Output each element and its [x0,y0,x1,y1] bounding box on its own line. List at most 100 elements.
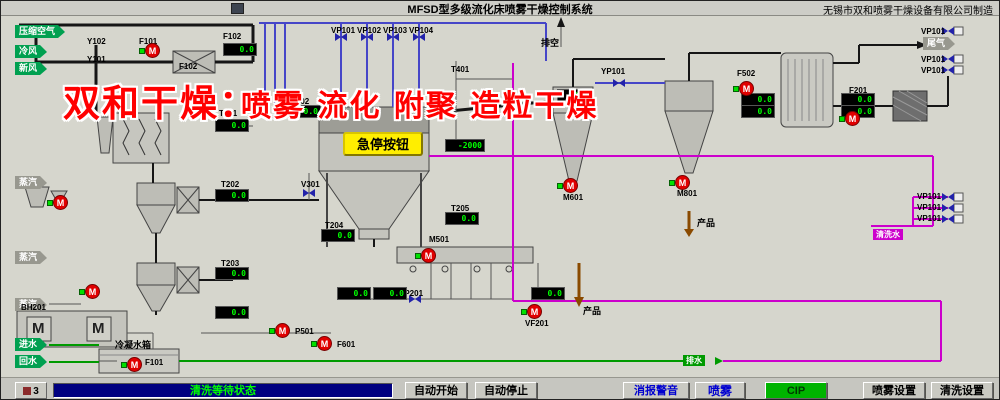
value-display: 0.0 [215,306,249,319]
tag-VP103: VP103 [383,26,408,35]
tag-VP104: VP104 [409,26,434,35]
toolbar-icon [23,387,32,395]
spray-button[interactable]: 喷雾 [695,382,745,399]
pipes-cip [429,63,948,362]
tag-VP101-r3: VP101 [921,66,946,75]
tag-F601: F601 [337,340,356,349]
tag-VF201: VF201 [525,319,549,328]
fan-motor-icon: M [32,320,45,337]
tag-T201: T201 [219,109,238,118]
tag-VP101-r2: VP101 [921,55,946,64]
emergency-stop-button[interactable]: 急停按钮 [343,132,423,156]
value-display: 0.0 [215,189,249,202]
tag-VP102: VP102 [357,26,382,35]
page-title: MFSD型多级流化床喷雾干燥控制系统 [407,4,593,16]
tag-product-1: 产品 [583,306,602,316]
mute-alarm-button[interactable]: 消报警音 [623,382,689,399]
pump-icon-M801[interactable]: M [669,175,690,190]
manufacturer-label: 无锡市双和喷雾干燥设备有限公司制造 [823,6,993,17]
flow-arrow-exhaust: 尾气 [923,37,956,50]
pump-icon-VF201[interactable]: M [521,304,542,319]
flow-arrow-steam-3: 蒸汽 [15,298,48,311]
flow-arrow-water-out: 回水 [15,355,48,368]
flow-arrow-steam-1: 蒸汽 [15,176,48,189]
tag-T205: T205 [451,204,470,213]
pump-icon-left[interactable]: M [79,284,100,299]
value-display: 0.0 [287,105,321,118]
auto-stop-button[interactable]: 自动停止 [475,382,537,399]
tag-F101-bottom: F101 [145,358,164,367]
watermark-brand: 双和干燥： [63,82,258,125]
window-icon[interactable] [231,3,244,14]
tag-V301: V301 [301,180,320,189]
tag-YP101: YP101 [601,67,626,76]
tag-T102: T102 [291,97,310,106]
value-display: 0.0 [445,212,479,225]
value-display: 0.0 [741,105,775,118]
value-display: 0.0 [223,43,257,56]
flow-arrow-fresh-air: 新风 [15,62,48,75]
value-display: 0.0 [531,287,565,300]
tag-BH201: BH201 [21,303,46,312]
pump-icon-F601[interactable]: M [311,336,332,351]
pump-icon-P501[interactable]: M [269,323,290,338]
value-display: 0.0 [337,287,371,300]
toolbar-button[interactable]: 3 [15,382,47,399]
tag-P501: P501 [295,327,314,336]
title-bar: MFSD型多级流化床喷雾干燥控制系统 无锡市双和喷雾干燥设备有限公司制造 [1,1,999,17]
tag-VP101-r6: VP101 [917,214,942,223]
cip-button[interactable]: CIP [765,382,827,399]
value-display: 0.0 [557,89,591,102]
tag-VP101: VP101 [331,26,356,35]
flow-arrow-steam-2: 蒸汽 [15,251,48,264]
pipes-blue [259,22,665,107]
pipes-product [574,211,694,307]
pump-icon-F101[interactable]: M [139,43,160,58]
tag-VP101-r5: VP101 [917,203,942,212]
flow-arrow-compressed-air: 压缩空气 [15,25,66,38]
spray-settings-button[interactable]: 喷雾设置 [863,382,925,399]
value-display: 0.0 [215,119,249,132]
tag-T401: T401 [451,65,470,74]
flow-arrow-water-in: 进水 [15,338,48,351]
tag-T202: T202 [221,180,240,189]
valve-icons[interactable] [303,27,954,303]
tag-M801: M801 [677,189,698,198]
tag-T204: T204 [325,221,344,230]
pump-icon-M601[interactable]: M [557,178,578,193]
tag-F502: F502 [737,69,756,78]
tag-vent: 排空 [541,38,560,48]
tag-F201: F201 [849,86,868,95]
toolbar-button-label: 3 [33,386,39,397]
pump-icon-F201[interactable]: M [839,111,860,126]
bottom-bar: 3 清洗等待状态 自动开始 自动停止 消报警音 喷雾 CIP 喷雾设置 清洗设置 [1,377,999,399]
tag-T203: T203 [221,259,240,268]
auto-start-button[interactable]: 自动开始 [405,382,467,399]
pump-icon-F502[interactable]: M [733,81,754,96]
tag-F102-heater: F102 [179,62,198,71]
fan-motor-icon: M [92,320,105,337]
status-bar: 清洗等待状态 [53,383,393,398]
tag-F101-top: F101 [139,37,158,46]
pump-icon-feeder[interactable]: M [47,195,68,210]
value-display: 0.0 [215,267,249,280]
cip-water-chip: 清洗水 [873,229,903,240]
tag-Y101: Y101 [87,55,106,64]
value-display: 0.0 [373,287,407,300]
pump-icon-M501[interactable]: M [415,248,436,263]
tag-VP201: VP201 [399,289,424,298]
value-display-negative: -2000 [445,139,485,152]
tag-M501: M501 [429,235,450,244]
flow-arrow-cold-air: 冷风 [15,45,48,58]
tag-VP101-r4: VP101 [917,192,942,201]
tag-F102-top: F102 [223,32,242,41]
tag-M601: M601 [563,193,584,202]
watermark-slogan: 喷雾 流化 附聚 造粒干燥 [241,89,599,124]
clean-settings-button[interactable]: 清洗设置 [931,382,993,399]
pump-icon-F101-bottom[interactable]: M [121,357,142,372]
drain-chip: 排水 [683,355,705,366]
tag-product-2: 产品 [697,218,716,228]
value-display: 0.0 [321,229,355,242]
tag-Y102: Y102 [87,37,106,46]
